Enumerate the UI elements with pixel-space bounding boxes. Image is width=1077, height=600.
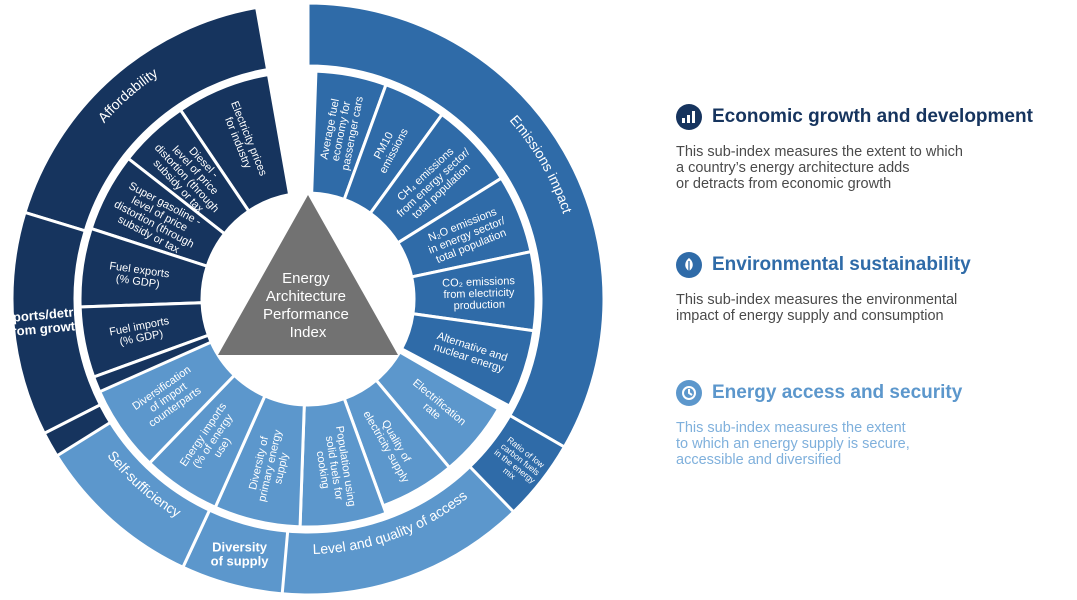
legend-description: This sub-index measures the extent to wh… <box>676 420 1056 468</box>
center-label-line: Architecture <box>266 288 346 305</box>
ind-electrification: Electrificationrate <box>374 349 501 470</box>
indicator-label-line: cooking <box>314 450 332 489</box>
legend-description-line: to which an energy supply is secure, <box>676 436 910 452</box>
ind-diversity-primary: Diversity ofprimary energysupply <box>213 393 306 529</box>
bar-chart-icon <box>676 104 702 130</box>
legend-description: This sub-index measures the environmenta… <box>676 292 1056 324</box>
ind-alternative: Alternative andnuclear energy <box>399 312 536 409</box>
indicator-label-line: CO₂ emissions <box>442 275 516 290</box>
legend-description-line: accessible and diversified <box>676 452 842 468</box>
legend-description-line: a country’s energy architecture adds <box>676 160 910 176</box>
legend-description: This sub-index measures the extent to wh… <box>676 144 1056 192</box>
category-label-line: from growth <box>7 318 84 340</box>
ind-n2o: N₂O emissionsin energy sector/total popu… <box>395 176 533 279</box>
ind-fuel-imports: Fuel imports(% GDP) <box>78 301 211 379</box>
ind-fuel-economy: Average fueleconomy forpassenger cars <box>310 69 388 202</box>
svg-text:Energy Architecture: Energy Architecture Performance Index <box>263 270 353 341</box>
legend-environmental: Environmental sustainability This sub-in… <box>676 252 1076 324</box>
category-label-line: Diversity <box>212 539 268 554</box>
indicator-label-line: production <box>453 299 505 313</box>
center-hub: Energy Architecture Performance Index <box>202 193 414 405</box>
legend-description-line: This sub-index measures the extent <box>676 420 906 436</box>
ind-co2: CO₂ emissionsfrom electricityproduction <box>409 249 538 333</box>
legend-title: Energy access and security <box>712 382 963 403</box>
legend-description-line: This sub-index measures the extent to wh… <box>676 144 963 160</box>
category-label-line: of supply <box>211 553 270 568</box>
shield-icon <box>676 380 702 406</box>
legend-title: Environmental sustainability <box>712 254 971 275</box>
center-label-line: Energy <box>282 270 330 287</box>
legend-title: Economic growth and development <box>712 106 1033 127</box>
legend-description-line: This sub-index measures the environmenta… <box>676 292 958 308</box>
indicator-label-line: from electricity <box>443 287 515 301</box>
center-label-line: Index <box>290 324 327 341</box>
center-label-line: Performance <box>263 306 349 323</box>
extra-indicator-segment: Ratio of lowcarbon fuelsin the energymix <box>467 413 567 515</box>
ind-fuel-exports: Fuel exports(% GDP) <box>78 226 210 309</box>
leaf-icon <box>676 252 702 278</box>
legend-description-line: or detracts from economic growth <box>676 176 892 192</box>
legend-access: Energy access and security This sub-inde… <box>676 380 1076 468</box>
indicator-label: CO₂ emissionsfrom electricityproduction <box>442 275 516 313</box>
legend-economic: Economic growth and development This sub… <box>676 104 1076 192</box>
ind-solid-fuels: Population usingsolid fuels forcooking <box>298 396 388 529</box>
center-triangle <box>218 195 398 355</box>
legend-description-line: impact of energy supply and consumption <box>676 308 944 324</box>
